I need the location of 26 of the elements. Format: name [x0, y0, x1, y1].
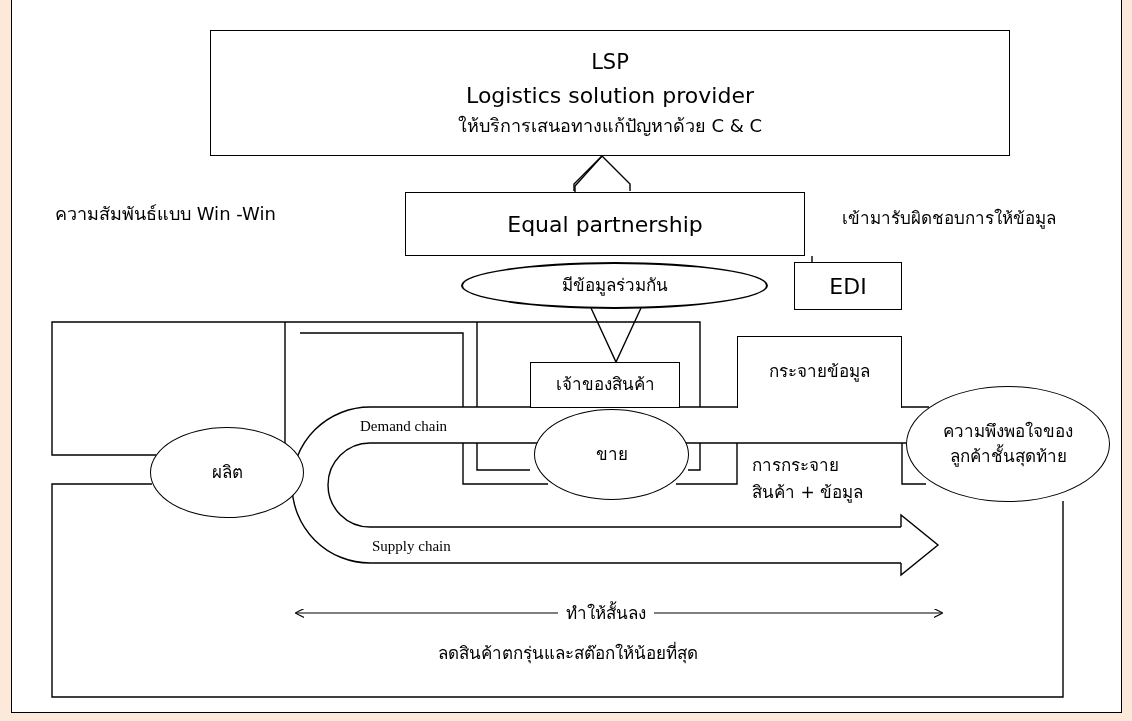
node-text: Logistics solution provider: [466, 81, 754, 110]
node-text: ขาย: [595, 442, 628, 466]
node-text: เจ้าของสินค้า: [555, 373, 655, 397]
note-text: การกระจายสินค้า + ข้อมูล: [752, 454, 865, 505]
connector-line: [811, 255, 813, 263]
node-text: ผลิต: [211, 460, 243, 484]
process-box: [737, 336, 902, 408]
node-text: LSP: [591, 49, 629, 77]
connector-line: [51, 483, 1064, 698]
chain-label: Supply chain: [372, 537, 451, 556]
note-text: เข้ามารับผิดชอบการให้ข้อมูล: [842, 207, 1056, 231]
process-box: [794, 262, 902, 310]
note-text: ลดสินค้าตกรุ่นและสต๊อกให้น้อยที่สุด: [438, 640, 698, 666]
block-arrow: [573, 155, 631, 193]
provider-box: [210, 30, 1010, 156]
process-box: [530, 362, 680, 408]
node-text: Equal partnership: [507, 210, 703, 239]
node-text: ความพึงพอใจของลูกค้าชั้นสุดท้าย: [942, 419, 1074, 469]
node-text: มีข้อมูลร่วมกัน: [561, 273, 668, 298]
partnership-box: [405, 192, 805, 256]
note-text: ความสัมพันธ์แบบ Win -Win: [55, 202, 276, 226]
node-text: กระจายข้อมูล: [769, 360, 870, 384]
node-text: EDI: [829, 272, 867, 301]
connector-line: [51, 321, 701, 471]
chain-label: Demand chain: [360, 417, 448, 436]
node-text: ให้บริการเสนอทางแก้ปัญหาด้วย C & C: [457, 113, 763, 138]
